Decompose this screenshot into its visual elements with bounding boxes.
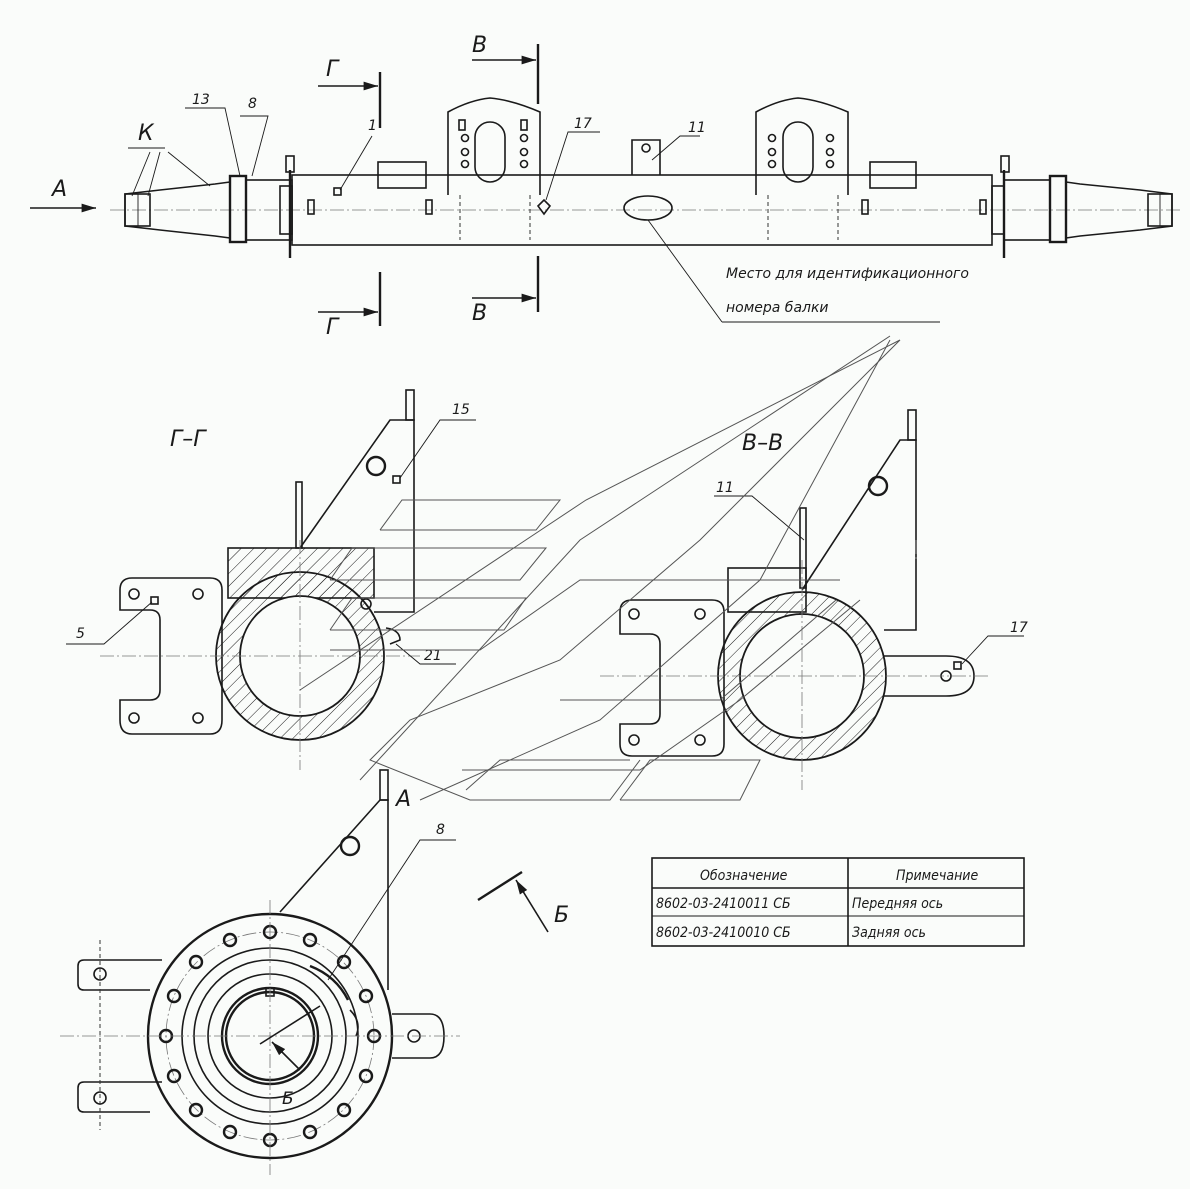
- view-a-end-view: [60, 769, 460, 1175]
- designation-table: [651, 857, 1025, 947]
- view-b-arrow-label: Б: [554, 903, 569, 928]
- ghost-outlines: [299, 335, 901, 801]
- item-17-vv-label: 17: [1010, 620, 1028, 636]
- item-11-label: 11: [688, 120, 706, 136]
- section-g-bottom-label: Г: [326, 315, 340, 340]
- item-k-label: К: [138, 121, 155, 146]
- section-g-top-label: Г: [326, 57, 340, 82]
- item-8-label: 8: [248, 96, 257, 112]
- id-place-note-line2: номера балки: [726, 300, 829, 316]
- table-header-note: Примечание: [896, 868, 978, 884]
- view-b-mark-label: Б: [282, 1089, 294, 1109]
- table-row-1-note: Передняя ось: [852, 896, 943, 912]
- section-gg-title: Г–Г: [170, 427, 207, 452]
- item-21-label: 21: [424, 648, 442, 664]
- item-11-vv-label: 11: [716, 480, 734, 496]
- table-header-designation: Обозначение: [700, 868, 788, 884]
- item-13-label: 13: [192, 92, 210, 108]
- view-a-arrow-label: А: [50, 177, 67, 202]
- view-b-arrow: [477, 870, 549, 933]
- view-a-title: А: [394, 787, 411, 812]
- section-v-top-label: В: [472, 33, 487, 58]
- section-gg-view: [66, 389, 476, 770]
- item-5-label: 5: [76, 626, 85, 642]
- item-8-view-label: 8: [436, 822, 445, 838]
- item-15-label: 15: [452, 402, 470, 418]
- table-row-1-designation: 8602-03-2410011 СБ: [656, 896, 791, 912]
- id-place-note-line1: Место для идентификационного: [726, 266, 969, 282]
- section-v-bottom-label: В: [472, 301, 487, 326]
- section-vv-title: В–В: [742, 431, 783, 456]
- table-row-2-designation: 8602-03-2410010 СБ: [656, 925, 791, 941]
- item-1-label: 1: [368, 118, 377, 134]
- table-row-2-note: Задняя ось: [852, 925, 926, 941]
- axle-beam-view: [30, 44, 1180, 326]
- section-vv-view: [600, 409, 1024, 790]
- item-17-label: 17: [574, 116, 592, 132]
